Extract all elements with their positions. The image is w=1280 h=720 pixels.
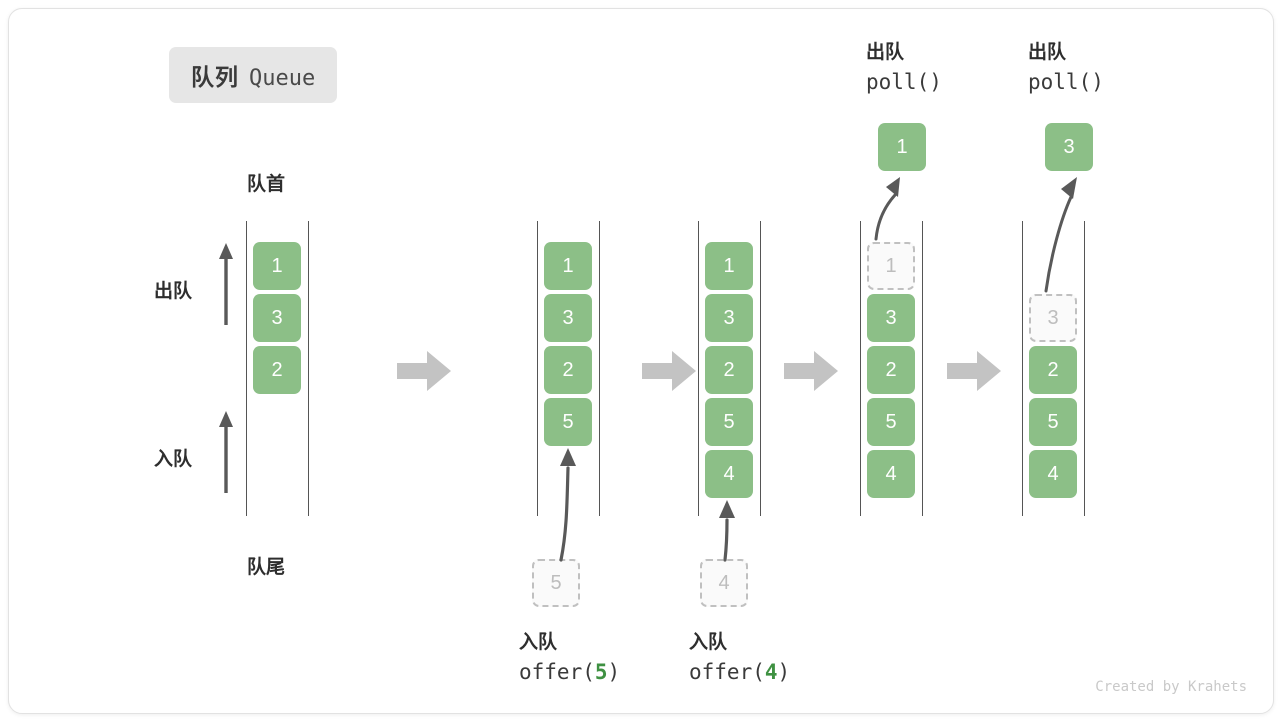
step-arrow-icon	[947, 349, 1001, 393]
rail-left	[860, 221, 861, 516]
rail-left	[1022, 221, 1023, 516]
rail-left	[246, 221, 247, 516]
credit-text: Created by Krahets	[1095, 679, 1247, 695]
legend-enqueue-arrow-icon	[215, 409, 237, 493]
operation-label-offer-5: 入队 offer(5)	[519, 629, 620, 687]
operation-code: poll()	[866, 69, 942, 94]
poll-result-cell-1: 1	[878, 123, 926, 171]
legend-dequeue-arrow-icon	[215, 241, 237, 325]
operation-cn: 出队	[866, 42, 905, 63]
rail-right	[1084, 221, 1085, 516]
queue-cell: 2	[1029, 346, 1077, 394]
legend-dequeue-label: 出队	[154, 281, 193, 302]
queue-head-label: 队首	[247, 174, 286, 195]
poll-arrow-1-icon	[864, 175, 908, 241]
rail-right	[760, 221, 761, 516]
queue-cell: 3	[867, 294, 915, 342]
queue-cell: 2	[253, 346, 301, 394]
rail-right	[922, 221, 923, 516]
ghost-cell-polled: 1	[867, 242, 915, 290]
ghost-cell-offer-5: 5	[532, 559, 580, 607]
queue-cell: 5	[705, 398, 753, 446]
enqueue-arrow-4-icon	[711, 498, 747, 562]
poll-arrow-3-icon	[1029, 175, 1083, 293]
title-en: Queue	[249, 66, 316, 91]
operation-code: poll()	[1028, 69, 1104, 94]
diagram-card: 队列 Queue 队首 队尾 出队 入队 1 3 2 1	[8, 8, 1274, 714]
queue-cell: 1	[253, 242, 301, 290]
ghost-cell-polled: 3	[1029, 294, 1077, 342]
queue-cell: 4	[867, 450, 915, 498]
queue-cell: 5	[867, 398, 915, 446]
ghost-cell-offer-4: 4	[700, 559, 748, 607]
enqueue-arrow-5-icon	[543, 446, 583, 562]
rail-left	[698, 221, 699, 516]
queue-cell: 5	[1029, 398, 1077, 446]
queue-cell: 3	[544, 294, 592, 342]
operation-code: offer(4)	[689, 659, 791, 684]
rail-left	[537, 221, 538, 516]
queue-cell: 4	[1029, 450, 1077, 498]
poll-result-cell-3: 3	[1045, 123, 1093, 171]
legend-enqueue-label: 入队	[154, 449, 193, 470]
operation-label-poll-3: 出队 poll()	[1028, 39, 1104, 97]
queue-cell: 1	[705, 242, 753, 290]
title-cn: 队列	[191, 64, 239, 90]
queue-cell: 2	[867, 346, 915, 394]
step-arrow-icon	[642, 349, 696, 393]
operation-cn: 入队	[519, 632, 558, 653]
queue-cell: 1	[544, 242, 592, 290]
queue-cell-new: 4	[705, 450, 753, 498]
queue-cell: 3	[705, 294, 753, 342]
operation-cn: 出队	[1028, 42, 1067, 63]
title-badge: 队列 Queue	[169, 47, 338, 103]
operation-cn: 入队	[689, 632, 728, 653]
step-arrow-icon	[784, 349, 838, 393]
step-arrow-icon	[397, 349, 451, 393]
operation-label-offer-4: 入队 offer(4)	[689, 629, 790, 687]
queue-cell: 2	[544, 346, 592, 394]
operation-code: offer(5)	[519, 659, 621, 684]
queue-cell: 3	[253, 294, 301, 342]
operation-label-poll-1: 出队 poll()	[866, 39, 942, 97]
queue-cell: 2	[705, 346, 753, 394]
rail-right	[599, 221, 600, 516]
rail-right	[308, 221, 309, 516]
queue-cell-new: 5	[544, 398, 592, 446]
queue-tail-label: 队尾	[247, 557, 286, 578]
